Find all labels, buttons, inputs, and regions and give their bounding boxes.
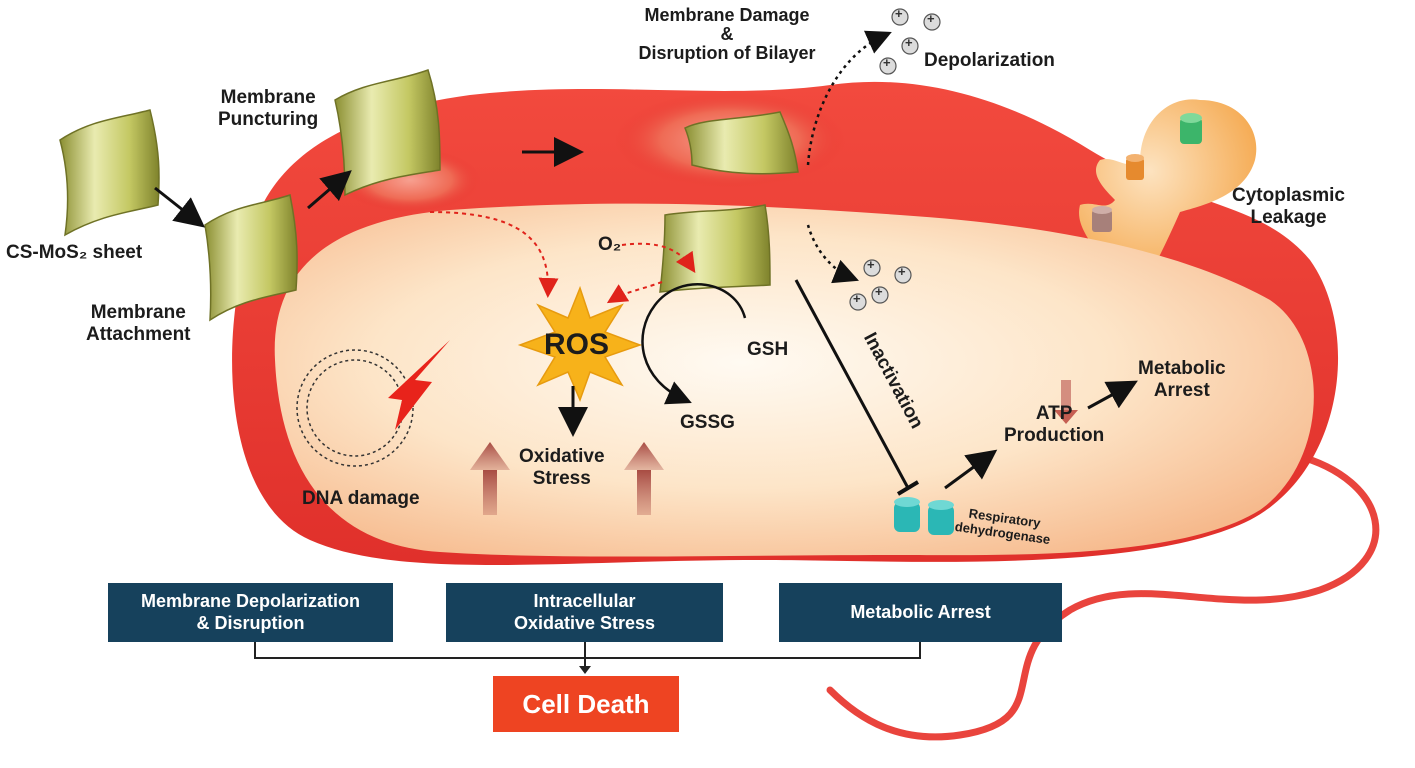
depolarization-arrow-in bbox=[806, 224, 859, 284]
gsh-label: GSH bbox=[747, 339, 789, 360]
outcome-connectors bbox=[254, 642, 921, 668]
leaked-content-green bbox=[1180, 113, 1202, 144]
ion-symbol: + bbox=[898, 264, 906, 279]
flagellum bbox=[826, 451, 1380, 741]
membrane-attachment-label: Membrane Attachment bbox=[86, 302, 191, 346]
ion-cluster-inside bbox=[849, 259, 912, 311]
ion bbox=[923, 13, 941, 31]
cell-death-box: Cell Death bbox=[493, 676, 679, 732]
ion bbox=[871, 286, 889, 304]
mos2-sheet-puncturing bbox=[334, 69, 441, 197]
oxidative-stress-line1: Oxidative bbox=[519, 446, 605, 467]
lightning-bolt-icon bbox=[388, 340, 450, 430]
increase-arrow-right bbox=[624, 442, 664, 515]
ros-star bbox=[517, 285, 643, 403]
membrane-attachment-line1: Membrane bbox=[90, 302, 186, 323]
atp-production-line2: Production bbox=[1004, 424, 1105, 446]
oxidative-stress-label: Oxidative Stress bbox=[519, 446, 605, 490]
leaked-content-orange bbox=[1126, 154, 1144, 180]
outcome-metabolic-box: Metabolic Arrest bbox=[779, 583, 1062, 642]
outcome-oxidative-box: Intracellular Oxidative Stress bbox=[446, 583, 723, 642]
leakage-bulb bbox=[1079, 99, 1257, 278]
increase-arrow-left bbox=[470, 442, 510, 515]
ion bbox=[879, 57, 897, 75]
mos2-sheet-free bbox=[59, 109, 160, 237]
arrow-to-attachment bbox=[154, 186, 206, 228]
ion bbox=[849, 293, 867, 311]
membrane-damage-line3: Disruption of Bilayer bbox=[638, 42, 816, 63]
arrow-to-metabolic-arrest bbox=[1087, 380, 1138, 410]
outcome-membrane-line2: & Disruption bbox=[196, 612, 305, 633]
membrane-damage-line2: & bbox=[720, 23, 734, 44]
leaked-content-brown bbox=[1092, 206, 1112, 232]
inactivation-line bbox=[794, 279, 910, 489]
atp-production-label: ATP Production bbox=[1004, 403, 1104, 447]
cytoplasmic-leakage-line1: Cytoplasmic bbox=[1232, 185, 1345, 206]
red-arrow-sheet-to-ros bbox=[606, 281, 663, 304]
arrow-to-atp bbox=[944, 449, 998, 490]
membrane-damage-line1: Membrane Damage bbox=[644, 5, 810, 25]
inactivation-bar bbox=[896, 480, 920, 496]
outcome-membrane-box: Membrane Depolarization & Disruption bbox=[108, 583, 393, 642]
ion bbox=[894, 266, 912, 284]
membrane-puncturing-line2: Puncturing bbox=[218, 108, 319, 130]
ros-label: ROS bbox=[544, 328, 610, 361]
cell-death-arrow bbox=[579, 666, 591, 674]
ion-symbol: + bbox=[875, 284, 883, 299]
outcome-oxidative-line2: Oxidative Stress bbox=[513, 612, 656, 633]
oxidative-stress-line2: Stress bbox=[532, 467, 591, 489]
outcome-oxidative-line1: Intracellular bbox=[533, 590, 636, 611]
metabolic-arrest-label: Metabolic Arrest bbox=[1138, 358, 1226, 402]
depolarization-label: Depolarization bbox=[924, 50, 1055, 71]
cytoplasmic-leakage-label: Cytoplasmic Leakage bbox=[1232, 185, 1345, 229]
ion-symbol: + bbox=[853, 291, 861, 306]
red-arrow-pit-to-ros bbox=[429, 211, 559, 298]
cytoplasm bbox=[274, 203, 1314, 557]
ion-symbol: + bbox=[905, 35, 913, 50]
membrane-puncturing-label: Membrane Puncturing bbox=[218, 87, 318, 131]
respiratory-dehydrogenase-icon bbox=[894, 497, 954, 535]
ion-symbol: + bbox=[883, 55, 891, 70]
ion-cluster-outside bbox=[879, 8, 941, 75]
depolarization-arrow-out bbox=[806, 30, 892, 166]
cs-mos2-sheet-label: CS-MoS₂ sheet bbox=[6, 242, 143, 263]
mos2-sheet-internal bbox=[659, 204, 771, 293]
dna-damage-label: DNA damage bbox=[302, 488, 420, 509]
atp-production-line1: ATP bbox=[1035, 403, 1073, 424]
outcome-membrane-line1: Membrane Depolarization bbox=[140, 590, 361, 611]
o2-label: O₂ bbox=[598, 234, 622, 255]
membrane-damage-label: Membrane Damage & Disruption of Bilayer bbox=[618, 6, 836, 63]
ion bbox=[863, 259, 881, 277]
gssg-label: GSSG bbox=[680, 412, 735, 433]
metabolic-arrest-line1: Metabolic bbox=[1138, 358, 1226, 379]
ion-symbol: + bbox=[867, 257, 875, 272]
membrane-attachment-line2: Attachment bbox=[86, 323, 191, 345]
cytoplasmic-leakage-line2: Leakage bbox=[1250, 206, 1327, 228]
red-arrow-o2-to-sheet bbox=[621, 242, 696, 273]
mos2-sheet-attached bbox=[204, 194, 298, 322]
membrane-puncturing-line1: Membrane bbox=[220, 87, 316, 108]
ion bbox=[891, 8, 909, 26]
gsh-to-gssg-arrow bbox=[641, 283, 747, 405]
ion bbox=[901, 37, 919, 55]
decrease-arrow-atp bbox=[1054, 380, 1078, 424]
mos2-sheet-membrane bbox=[684, 111, 799, 175]
ion-symbol: + bbox=[927, 11, 935, 26]
ion-symbol: + bbox=[895, 6, 903, 21]
arrow-to-puncturing bbox=[307, 170, 352, 210]
metabolic-arrest-line2: Arrest bbox=[1153, 379, 1210, 401]
